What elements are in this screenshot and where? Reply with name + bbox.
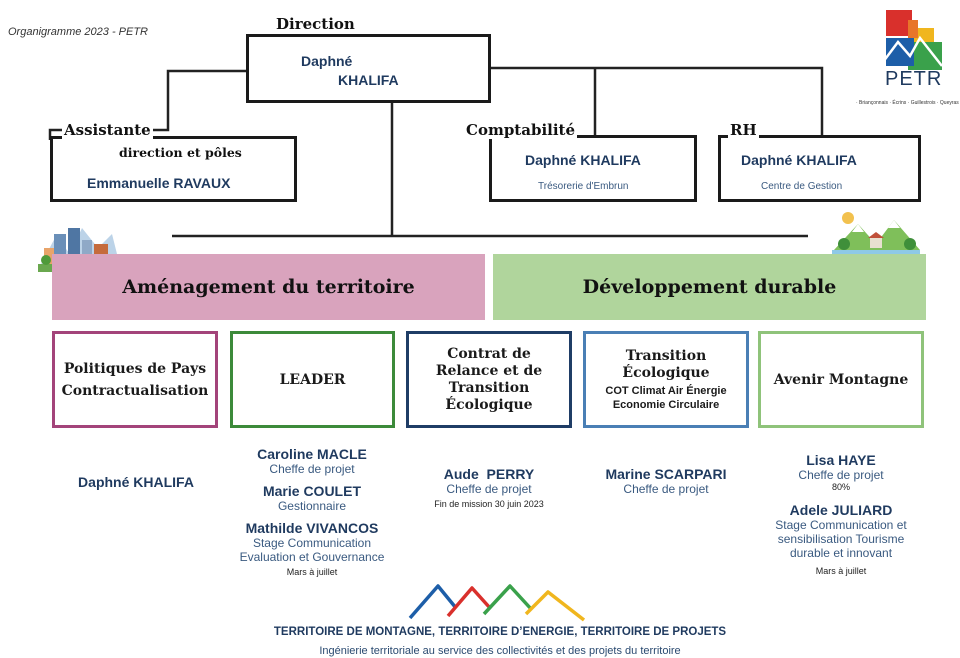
pole-avenir-line1: Avenir Montagne xyxy=(773,371,909,388)
banner-developpement-label: Développement durable xyxy=(582,276,837,298)
pole-leader-line1: LEADER xyxy=(279,371,346,388)
staff-transition-name: Marine SCARPARI xyxy=(605,466,727,482)
banner-amenagement: Aménagement du territoire xyxy=(52,254,485,320)
assistante-box: direction et pôles Emmanuelle RAVAUX xyxy=(50,136,297,202)
pole-crte-line4: Écologique xyxy=(445,396,533,413)
footer-mountains-logo xyxy=(408,584,586,622)
pole-crte-line3: Transition xyxy=(448,379,530,396)
staff-leader-role-3b: Evaluation et Gouvernance xyxy=(239,550,385,564)
rh-box: Daphné KHALIFA Centre de Gestion xyxy=(718,135,921,202)
staff-avenir-name-2: Adele JULIARD xyxy=(789,502,893,518)
staff-avenir-name-1: Lisa HAYE xyxy=(806,452,876,468)
comptabilite-name: Daphné KHALIFA xyxy=(525,152,641,168)
staff-leader-role-1: Cheffe de projet xyxy=(269,462,355,476)
pole-transition-line2: Écologique xyxy=(622,364,710,381)
direction-label: Direction xyxy=(274,15,357,33)
pole-avenir: Avenir Montagne xyxy=(758,331,924,428)
comptabilite-label: Comptabilité xyxy=(464,121,578,139)
staff-avenir-role-2c: durable et innovant xyxy=(789,546,893,560)
logo-mountain-line xyxy=(879,35,943,67)
pole-transition-sub2: Economie Circulaire xyxy=(612,398,720,411)
assistante-label: Assistante xyxy=(62,121,153,139)
pole-crte-line2: Relance et de xyxy=(435,362,543,379)
staff-avenir-pct-1: 80% xyxy=(831,482,850,492)
pole-transition: Transition Écologique COT Climat Air Éne… xyxy=(583,331,749,428)
direction-box: Daphné KHALIFA xyxy=(246,34,491,103)
assistante-sublabel: direction et pôles xyxy=(119,145,242,160)
direction-name-last: KHALIFA xyxy=(338,72,399,88)
rh-org: Centre de Gestion xyxy=(761,181,843,192)
staff-crte-name: Aude PERRY xyxy=(443,466,535,482)
staff-avenir-period-2: Mars à juillet xyxy=(815,566,867,576)
logo-tile-red xyxy=(886,10,912,36)
staff-politiques-name: Daphné KHALIFA xyxy=(78,474,194,490)
comptabilite-org: Trésorerie d'Embrun xyxy=(538,181,629,192)
staff-avenir-role-1: Cheffe de projet xyxy=(798,468,884,482)
chart-caption: Organigramme 2023 - PETR xyxy=(8,26,148,38)
pole-leader: LEADER xyxy=(230,331,395,428)
pole-politiques-line1: Politiques de Pays xyxy=(63,360,207,377)
staff-avenir-role-2a: Stage Communication et xyxy=(775,518,907,532)
pole-crte-line1: Contrat de xyxy=(447,345,531,362)
pole-transition-line1: Transition xyxy=(625,347,707,364)
footer-subtitle: Ingénierie territoriale au service des c… xyxy=(319,645,681,657)
staff-avenir-list: Lisa HAYE Cheffe de projet 80% Adele JUL… xyxy=(750,452,932,576)
staff-leader-list: Caroline MACLE Cheffe de projet Marie CO… xyxy=(222,446,402,577)
staff-transition: Marine SCARPARI Cheffe de projet xyxy=(575,466,757,496)
staff-transition-role: Cheffe de projet xyxy=(623,482,709,496)
connector-assistante xyxy=(48,69,246,140)
logo-tile-orange xyxy=(908,20,918,38)
pole-politiques-line2: Contractualisation xyxy=(61,382,209,399)
banner-amenagement-label: Aménagement du territoire xyxy=(122,276,415,298)
staff-avenir-role-2b: sensibilisation Tourisme xyxy=(777,532,905,546)
connector-rh xyxy=(490,66,824,138)
petr-logo-mark xyxy=(879,10,943,70)
staff-leader-name-1: Caroline MACLE xyxy=(257,446,367,462)
staff-crte-note: Fin de mission 30 juin 2023 xyxy=(434,499,544,509)
staff-crte: Aude PERRY Cheffe de projet Fin de missi… xyxy=(398,466,580,509)
rh-label: RH xyxy=(728,121,759,139)
staff-crte-role: Cheffe de projet xyxy=(446,482,532,496)
pole-transition-sub1: COT Climat Air Énergie xyxy=(605,384,727,397)
logo-tagline: · Briançonnais · Écrins · Guillestrois ·… xyxy=(856,100,959,106)
direction-name-first: Daphné xyxy=(301,53,353,69)
logo-text: PETR xyxy=(885,68,943,90)
staff-leader-role-3a: Stage Communication xyxy=(252,536,372,550)
staff-leader-name-3: Mathilde VIVANCOS xyxy=(245,520,379,536)
pole-crte: Contrat de Relance et de Transition Écol… xyxy=(406,331,572,428)
staff-leader-period-3: Mars à juillet xyxy=(286,567,338,577)
petr-logo: PETR · Briançonnais · Écrins · Guillestr… xyxy=(856,8,959,108)
pole-politiques: Politiques de Pays Contractualisation xyxy=(52,331,218,428)
rh-name: Daphné KHALIFA xyxy=(741,152,857,168)
banner-developpement: Développement durable xyxy=(493,254,926,320)
staff-leader-role-2: Gestionnaire xyxy=(277,499,347,513)
footer-slogan: TERRITOIRE DE MONTAGNE, TERRITOIRE D’ENE… xyxy=(273,626,727,638)
staff-leader-name-2: Marie COULET xyxy=(262,483,361,499)
comptabilite-box: Daphné KHALIFA Trésorerie d'Embrun xyxy=(489,135,697,202)
assistante-name: Emmanuelle RAVAUX xyxy=(87,175,231,191)
